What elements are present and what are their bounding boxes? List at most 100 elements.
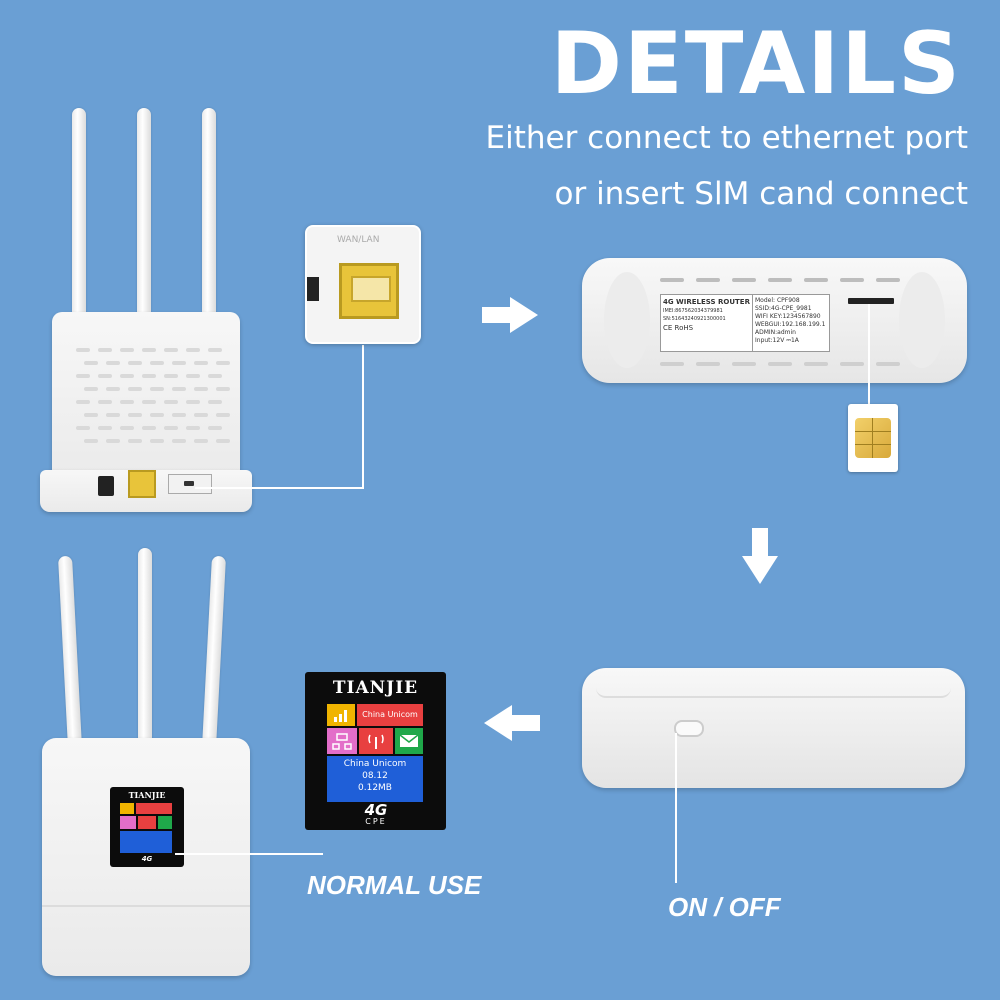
network-icon xyxy=(327,728,357,754)
ethernet-port-icon xyxy=(339,263,399,319)
vent-slot xyxy=(150,361,164,365)
device-label-sticker: 4G WIRELESS ROUTER IMEI:867562034379981 … xyxy=(660,294,756,352)
sticker-model: Model: CPF908 xyxy=(755,297,800,304)
sim-card xyxy=(848,404,898,472)
vent-slot xyxy=(840,278,864,282)
power-port-icon xyxy=(98,476,114,496)
vent-slot xyxy=(98,348,112,352)
vent-slot xyxy=(120,374,134,378)
vent-slot xyxy=(804,362,828,366)
vent-slot xyxy=(84,387,98,391)
vent-slot xyxy=(106,361,120,365)
vent-slot xyxy=(732,278,756,282)
subtitle-line-1: Either connect to ethernet port xyxy=(485,120,969,156)
normal-use-label: NORMAL USE xyxy=(307,870,482,900)
sticker-input: Input:12V ⎓1A xyxy=(755,337,799,344)
screen-brand: TIANJIE xyxy=(332,678,419,698)
connector-line xyxy=(868,304,870,404)
operator-tile xyxy=(136,803,172,814)
vent-slot xyxy=(106,439,120,443)
logo-4g-small: 4G xyxy=(141,855,153,863)
vent-slot xyxy=(840,362,864,366)
router-bottom-view xyxy=(582,258,967,383)
lcd-screen-zoom: TIANJIE China Unicom China Unicom 08.12 … xyxy=(305,672,446,830)
vent-slot xyxy=(76,426,90,430)
arrow-right-icon xyxy=(482,297,538,333)
status-panel xyxy=(120,831,172,853)
vent-slot xyxy=(876,362,900,366)
vent-slot xyxy=(172,413,186,417)
vent-slot xyxy=(186,348,200,352)
mail-icon xyxy=(158,816,172,829)
page-title: DETAILS xyxy=(550,14,962,114)
sim-slot xyxy=(848,298,894,304)
sticker-ssid: SSID:4G-CPE_9981 xyxy=(755,305,812,312)
vent-slot xyxy=(142,426,156,430)
power-port-icon xyxy=(307,277,319,301)
vent-slot xyxy=(164,400,178,404)
signal-icon xyxy=(120,803,134,814)
logo-4g: 4G xyxy=(364,801,388,819)
vent-slot xyxy=(120,348,134,352)
router-body xyxy=(52,312,240,487)
vent-slot xyxy=(120,400,134,404)
vent-slot xyxy=(172,439,186,443)
port-zoom-label: WAN/LAN xyxy=(337,235,380,245)
vent-slot xyxy=(98,400,112,404)
vent-slot xyxy=(194,413,208,417)
sticker-imei: IMEI:867562034379981 xyxy=(663,308,723,314)
device-label-details: Model: CPF908 SSID:4G-CPE_9981 WIFI KEY:… xyxy=(752,294,830,352)
vent-slot xyxy=(98,374,112,378)
subtitle-line-2: or insert SlM cand connect xyxy=(554,176,969,212)
antenna xyxy=(137,108,151,358)
sticker-admin: ADMIN:admin xyxy=(755,329,796,336)
sticker-webgui: WEBGUI:192.168.199.1 xyxy=(755,321,826,328)
lcd-screen: TIANJIE 4G xyxy=(110,787,184,867)
mail-icon xyxy=(395,728,423,754)
vent-slot xyxy=(106,387,120,391)
vent-slot xyxy=(164,426,178,430)
vent-slot xyxy=(150,413,164,417)
vent-slot xyxy=(106,413,120,417)
vent-slot xyxy=(216,439,230,443)
vent-slot xyxy=(696,362,720,366)
vent-slot xyxy=(194,387,208,391)
operator-tile: China Unicom xyxy=(357,704,423,726)
vent-slot xyxy=(186,374,200,378)
antenna xyxy=(72,108,86,358)
vent-slot xyxy=(208,426,222,430)
screen-operator-name: China Unicom xyxy=(343,759,407,769)
vent-slot xyxy=(164,348,178,352)
vent-slot xyxy=(172,361,186,365)
sticker-rohs: RoHS xyxy=(674,324,694,332)
vent-slot xyxy=(76,400,90,404)
connector-line xyxy=(362,345,364,489)
connector-line xyxy=(175,853,323,855)
vent-slot xyxy=(216,387,230,391)
vent-slot xyxy=(164,374,178,378)
sticker-wifi-key: WIFI KEY:1234567890 xyxy=(755,313,821,320)
vent-slot xyxy=(186,426,200,430)
logo-cpe: CPE xyxy=(365,817,387,826)
signal-icon xyxy=(327,704,355,726)
vent-slot xyxy=(128,439,142,443)
power-button[interactable] xyxy=(674,720,704,737)
vent-slot xyxy=(128,387,142,391)
vent-slot xyxy=(208,374,222,378)
ethernet-port-icon xyxy=(128,470,156,498)
status-panel: China Unicom 08.12 0.12MB xyxy=(327,756,423,802)
vent-slot xyxy=(660,278,684,282)
vent-slot xyxy=(128,361,142,365)
vent-slot xyxy=(804,278,828,282)
port-zoom-callout: WAN/LAN xyxy=(305,225,421,344)
router-side-view xyxy=(582,668,965,788)
vent-slot xyxy=(84,413,98,417)
sticker-sn: SN:51643240921300001 xyxy=(663,316,726,322)
vent-slot xyxy=(216,413,230,417)
vent-slot xyxy=(142,374,156,378)
vent-slot xyxy=(208,348,222,352)
vent-slot xyxy=(98,426,112,430)
vent-slot xyxy=(172,387,186,391)
connector-line xyxy=(195,487,363,489)
wifi-antenna-icon xyxy=(138,816,156,829)
